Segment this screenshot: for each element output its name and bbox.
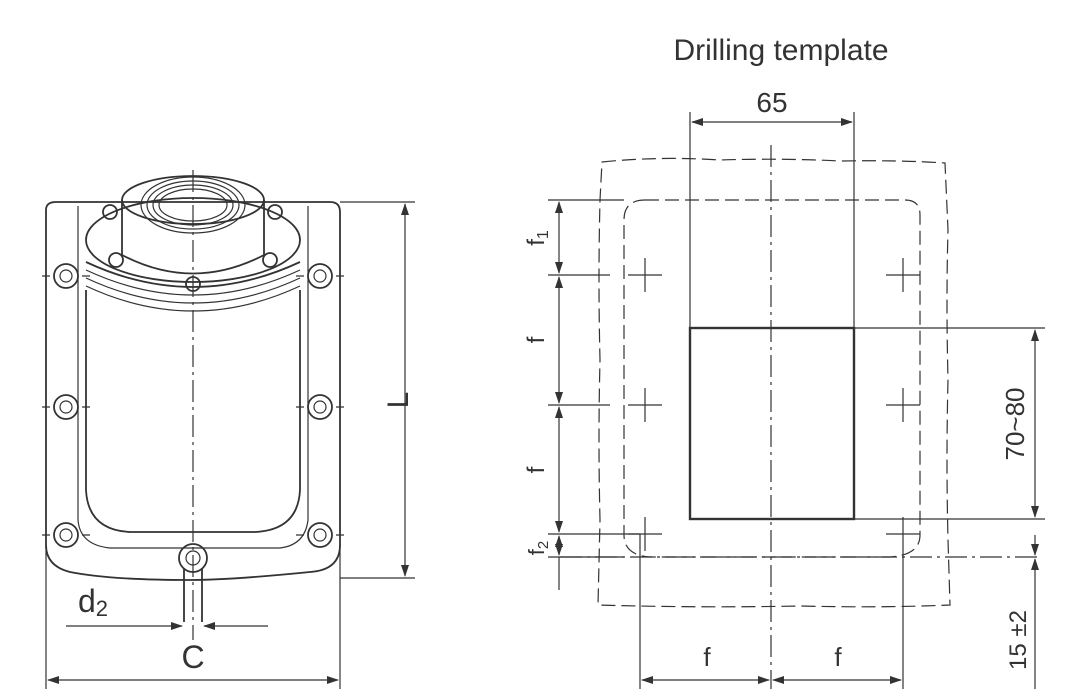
offset-15-label: 15 ±2 [1005,610,1032,670]
mounting-screw-inner [313,528,327,542]
mounting-screw-inner [59,528,73,542]
outlet-pipe [183,568,203,622]
mounting-screw [53,263,79,289]
f1-label: f1 [523,230,552,246]
f-bottom-right-label: f [834,642,842,672]
drilling-template: Drilling template [560,34,1040,689]
template-title: Drilling template [673,34,888,67]
flange-bolt [267,204,283,220]
mounting-screw-inner [313,269,327,283]
mounting-screw [307,263,333,289]
wall-opening-outline [597,157,951,608]
housing-footprint-outline [623,199,921,558]
front-view-dimensions: L d2 C [45,201,415,689]
mounting-screw-inner [59,269,73,283]
dim-extension-lines [548,199,640,558]
mounting-screw [307,394,333,420]
mounting-screw-inner [59,400,73,414]
flange-bolt [262,252,278,268]
f2-label: f2 [524,541,552,555]
f-upper-label: f [523,336,550,343]
mounting-screw [53,522,79,548]
neck-outline [121,200,265,275]
flange-bolt [102,204,118,220]
f-bottom-left-label: f [703,642,711,672]
d2-label: d2 [78,583,108,621]
plate-inner-recess [77,206,309,549]
housing-front-view [42,170,344,640]
width-65-label: 65 [756,87,787,118]
cut-out-rectangle [688,326,856,521]
screw-tick-marks [42,275,344,536]
range-70-80-label: 70~80 [1000,387,1030,460]
length-label: L [382,392,415,409]
drill-hole-marks [628,258,920,551]
mounting-screw [53,394,79,420]
template-dimensions: 65 f1 f f f2 70~80 15 ±2 f f [523,87,1045,689]
f-lower-label: f [523,466,550,473]
flange-bolt [108,252,124,268]
mounting-screw-inner [313,400,327,414]
mounting-plate-outline [45,201,341,581]
mounting-screw [307,522,333,548]
c-label: C [181,639,204,675]
